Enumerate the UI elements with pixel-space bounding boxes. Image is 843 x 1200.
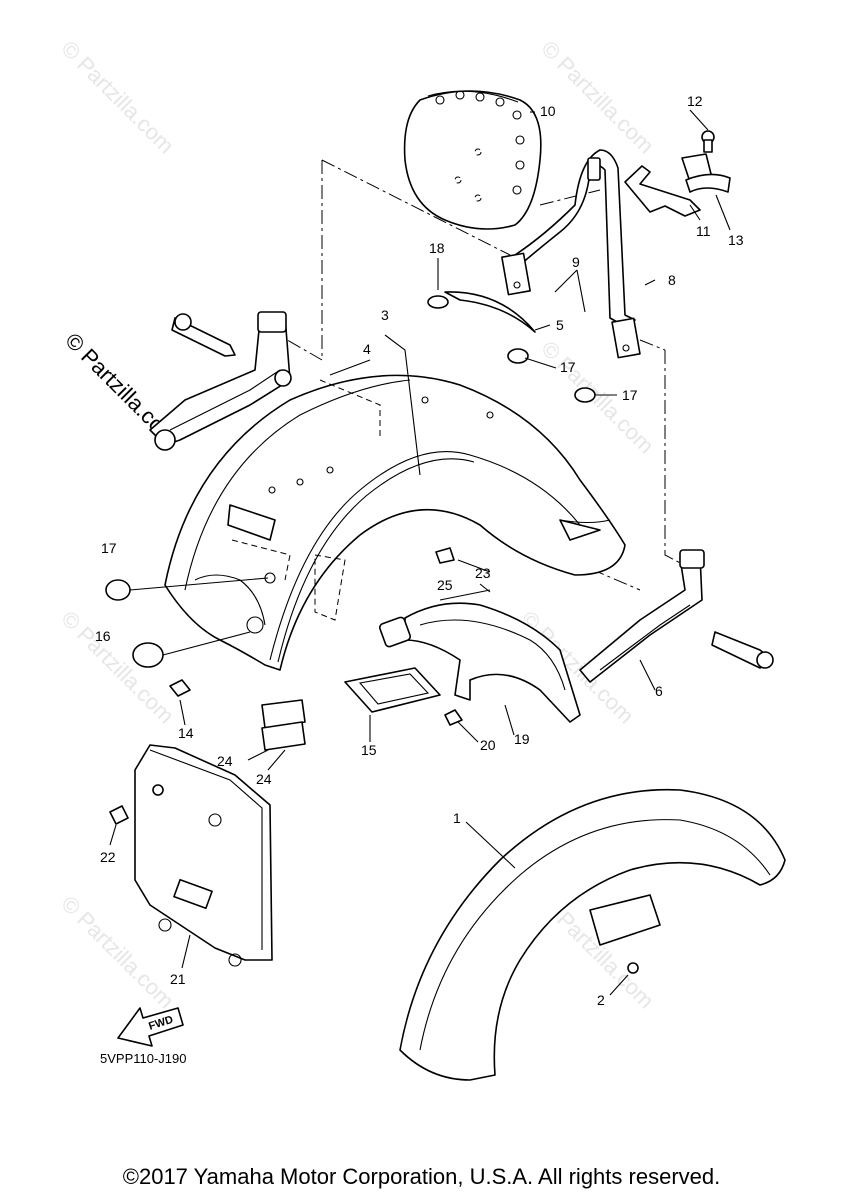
rear-stay-part: [579, 549, 774, 683]
callout-14: 14: [178, 725, 194, 741]
bracket-part: [624, 130, 731, 217]
backrest-bar-part: [501, 149, 641, 359]
callout-19: 19: [514, 731, 530, 747]
seat-pad-part: [403, 90, 542, 230]
callout-25: 25: [437, 577, 453, 593]
reflector-plate-part: [344, 667, 441, 713]
callout-labels: 1 2 3 4 5 6 8 9 10 11 12 13 14 15 16 17 …: [95, 93, 744, 1008]
callout-12: 12: [687, 93, 703, 109]
callout-21: 21: [170, 971, 186, 987]
callout-6: 6: [655, 683, 663, 699]
callout-2: 2: [597, 992, 605, 1008]
callout-22: 22: [100, 849, 116, 865]
callout-17-mid: 17: [560, 359, 576, 375]
watermark-4: © Partzilla.com: [56, 606, 179, 729]
callout-8: 8: [668, 272, 676, 288]
callout-17-left: 17: [101, 540, 117, 556]
callout-15: 15: [361, 742, 377, 758]
callout-24-right: 24: [256, 771, 272, 787]
callout-1: 1: [453, 810, 461, 826]
small-fittings: [105, 348, 596, 751]
callout-13: 13: [728, 232, 744, 248]
callout-10: 10: [540, 103, 556, 119]
fwd-arrow-icon: FWD: [117, 1007, 184, 1047]
part-code: 5VPP110-J190: [100, 1051, 187, 1066]
callout-23: 23: [475, 565, 491, 581]
side-cover-part: [109, 744, 273, 967]
callout-11: 11: [696, 223, 711, 239]
callout-20: 20: [480, 737, 496, 753]
front-fender-part: [399, 788, 786, 1081]
watermark-2: © Partzilla.com: [536, 36, 659, 159]
leader-lines: [109, 109, 731, 996]
copyright-notice: ©2017 Yamaha Motor Corporation, U.S.A. A…: [122, 1164, 721, 1189]
left-stay-part: [149, 311, 292, 451]
fender-rib-part: [427, 291, 536, 333]
callout-5: 5: [556, 317, 564, 333]
callout-16: 16: [95, 628, 111, 644]
watermark-1: © Partzilla.com: [56, 36, 179, 159]
callout-9: 9: [572, 254, 580, 270]
fender-stay-part: [379, 589, 581, 723]
callout-4: 4: [363, 341, 371, 357]
callout-3: 3: [381, 307, 389, 323]
callout-24-left: 24: [217, 753, 233, 769]
callout-18: 18: [429, 240, 445, 256]
callout-17-right: 17: [622, 387, 638, 403]
